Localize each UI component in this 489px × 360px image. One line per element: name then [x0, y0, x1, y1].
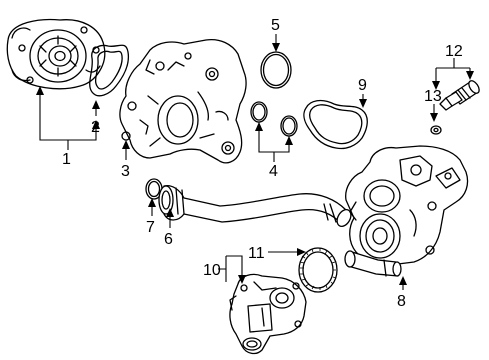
part-thermostat-assembly: [229, 273, 307, 355]
callout-1: 1: [62, 151, 71, 168]
part-oring-bottom: [298, 247, 338, 293]
callout-4: 4: [269, 163, 278, 180]
part-gasket-large: [303, 99, 368, 150]
part-oring-large: [260, 51, 292, 89]
part-water-pump: [6, 18, 106, 90]
part-coolant-hose: [158, 184, 352, 228]
callout-10: 10: [203, 262, 221, 279]
part-pump-gasket: [89, 44, 130, 97]
callout-2: 2: [91, 119, 100, 136]
callout-5: 5: [271, 17, 280, 34]
callout-8: 8: [397, 293, 406, 310]
part-temp-sensor: [439, 80, 480, 111]
callout-3: 3: [121, 163, 130, 180]
callout-9: 9: [358, 77, 367, 94]
callout-7: 7: [146, 219, 155, 236]
callout-labels: 1 2 3 4 5 6 7 8 9 10 11 12 13: [62, 17, 463, 310]
part-washer: [430, 125, 442, 135]
callout-12: 12: [445, 43, 463, 60]
callout-13: 13: [424, 88, 442, 105]
leader-lines: [36, 34, 474, 290]
part-outlet-housing: [119, 38, 247, 164]
callout-11: 11: [248, 245, 265, 262]
part-thermostat-housing: [344, 145, 469, 277]
callout-6: 6: [164, 231, 173, 248]
